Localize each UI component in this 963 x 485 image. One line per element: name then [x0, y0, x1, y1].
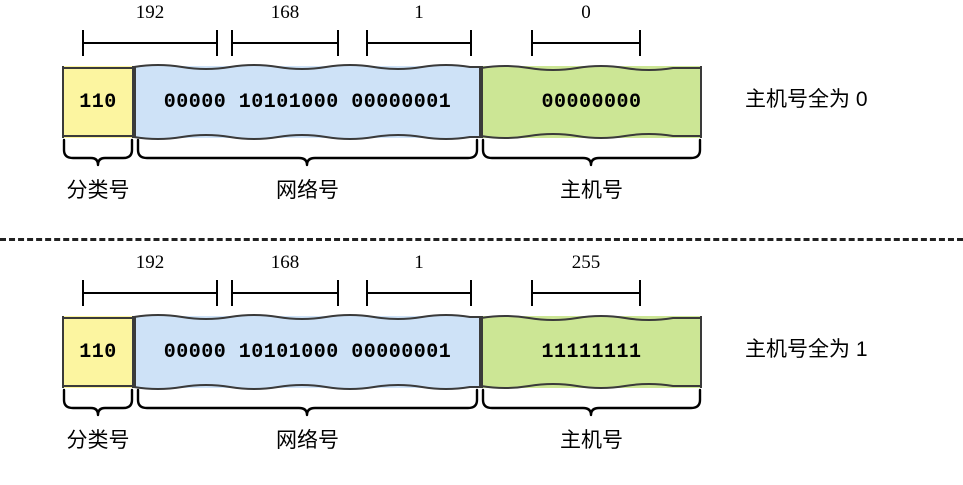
brace-host-icon [481, 388, 702, 417]
octet-tick-label-3: 1 [414, 2, 424, 23]
brace-class-icon [62, 388, 134, 417]
brace-network-icon [136, 138, 479, 167]
octet-tick-label-4: 0 [581, 2, 591, 23]
part-label-row: 分类号 网络号 主机号 [0, 428, 963, 460]
segment-class-bits: 110 [62, 66, 134, 138]
tick-line [366, 42, 472, 44]
part-brace-row [0, 388, 963, 428]
octet-tick-label-2: 168 [270, 2, 300, 23]
tick-line [531, 292, 641, 294]
segment-host-bits: 00000000 [481, 66, 702, 138]
ip-address-bar: 110 00000 10101000 00000001 11111111 [62, 314, 702, 390]
octet-tick-3: 1 [366, 3, 472, 56]
octet-tick-2: 168 [231, 253, 339, 306]
octet-measure-row: 192 168 1 255 [0, 250, 963, 312]
part-label-network: 网络号 [276, 179, 339, 202]
octet-tick-4: 255 [531, 253, 641, 306]
tick-cap-right [470, 280, 472, 306]
tick-line [82, 292, 218, 294]
segment-network-bits: 00000 10101000 00000001 [134, 316, 481, 388]
octet-tick-2: 168 [231, 3, 339, 56]
octet-tick-3: 1 [366, 253, 472, 306]
octet-tick-label-3: 1 [414, 252, 424, 273]
tick-cap-right [216, 280, 218, 306]
tick-cap-right [470, 30, 472, 56]
brace-class-icon [62, 138, 134, 167]
section-divider [0, 238, 963, 241]
tick-cap-right [216, 30, 218, 56]
tick-line [231, 42, 339, 44]
octet-tick-label-1: 192 [135, 2, 165, 23]
segment-class-bits: 110 [62, 316, 134, 388]
part-brace-row [0, 138, 963, 178]
segment-host-bits: 11111111 [481, 316, 702, 388]
octet-tick-label-1: 192 [135, 252, 165, 273]
tick-cap-right [337, 280, 339, 306]
tick-line [231, 292, 339, 294]
tick-line [531, 42, 641, 44]
tick-line [82, 42, 218, 44]
brace-network-icon [136, 388, 479, 417]
segment-network-bits: 00000 10101000 00000001 [134, 66, 481, 138]
host-note: 主机号全为 0 [745, 88, 868, 111]
octet-tick-4: 0 [531, 3, 641, 56]
octet-measure-row: 192 168 1 0 [0, 0, 963, 62]
octet-tick-1: 192 [82, 253, 218, 306]
part-label-class: 分类号 [66, 429, 130, 452]
ip-address-bar: 110 00000 10101000 00000001 00000000 [62, 64, 702, 140]
tick-cap-right [337, 30, 339, 56]
tick-cap-right [639, 280, 641, 306]
host-note: 主机号全为 1 [745, 338, 868, 361]
part-label-network: 网络号 [276, 429, 339, 452]
brace-host-icon [481, 138, 702, 167]
part-label-class: 分类号 [66, 179, 130, 202]
octet-tick-label-4: 255 [571, 252, 601, 273]
part-label-host: 主机号 [560, 429, 623, 452]
part-label-row: 分类号 网络号 主机号 [0, 178, 963, 210]
tick-line [366, 292, 472, 294]
tick-cap-right [639, 30, 641, 56]
diagram-broadcast-address: 192 168 1 255 110 00000 10101000 0000000… [0, 250, 963, 480]
octet-tick-label-2: 168 [270, 252, 300, 273]
octet-tick-1: 192 [82, 3, 218, 56]
diagram-network-address: 192 168 1 0 110 00000 10101000 00000001 … [0, 0, 963, 230]
part-label-host: 主机号 [560, 179, 623, 202]
